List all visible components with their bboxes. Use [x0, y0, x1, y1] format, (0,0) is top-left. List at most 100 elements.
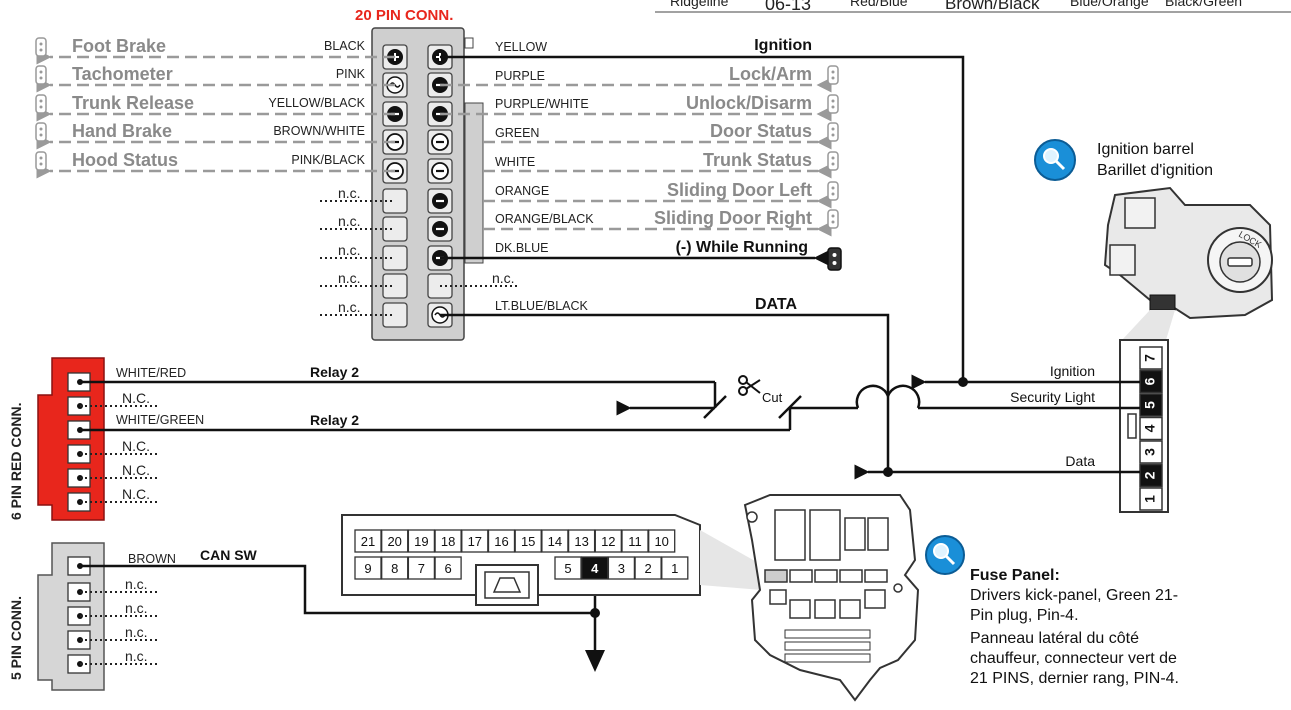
conn21-pin-number: 20	[387, 534, 401, 549]
conn21-pin: 10	[648, 529, 676, 553]
wire-pink: PINK	[336, 67, 366, 81]
wire-brown: BROWN	[128, 552, 176, 566]
conn21-pin: 6	[434, 556, 462, 580]
label-data: DATA	[755, 296, 798, 313]
wire-dk-blue: DK.BLUE	[495, 241, 549, 255]
label-unlock-disarm: Unlock/Disarm	[686, 93, 812, 113]
label-sliding-door-right: Sliding Door Right	[654, 208, 812, 228]
relay2-label-2: Relay 2	[310, 412, 359, 428]
conn5-wires	[80, 564, 605, 672]
conn21-pin: 15	[514, 529, 542, 553]
fuse-fr-3: 21 PINS, dernier rang, PIN-4.	[970, 670, 1179, 687]
remote-icon	[35, 122, 47, 142]
barrel-security-light-label: Security Light	[1010, 389, 1095, 405]
remote-icon	[35, 37, 47, 57]
header-years: 06-13	[765, 0, 811, 14]
barrel-pin-number: 4	[1142, 424, 1158, 432]
conn21-pin-number: 2	[644, 561, 651, 576]
conn5-nc: n.c.	[125, 576, 148, 592]
wire-purple: PURPLE	[495, 69, 545, 83]
fuse-fr-1: Panneau latéral du côté	[970, 630, 1139, 647]
barrel-line1: Ignition barrel	[1097, 141, 1194, 158]
conn21-pin: 20	[381, 529, 409, 553]
conn21-pin-number: 5	[564, 561, 571, 576]
conn21-pin-number: 12	[601, 534, 615, 549]
header-color-1: Red/Blue	[850, 0, 908, 9]
wire-lt-blue-black: LT.BLUE/BLACK	[495, 299, 589, 313]
pin-cell	[382, 188, 408, 214]
barrel-pin-number: 7	[1142, 354, 1158, 362]
pin-cell	[427, 216, 453, 242]
pin-cell	[382, 273, 408, 299]
label-foot-brake: Foot Brake	[72, 36, 166, 56]
conn21-pin: 16	[487, 529, 516, 553]
conn21-pin-number: 16	[494, 534, 508, 549]
barrel-pin: 5	[1139, 393, 1163, 417]
fuse-en-1: Drivers kick-panel, Green 21-	[970, 587, 1178, 604]
label-trunk-status: Trunk Status	[703, 150, 812, 170]
nc-label: n.c.	[338, 185, 361, 201]
red-nc: N.C.	[122, 486, 150, 502]
conn21-pin-number: 4	[591, 561, 599, 576]
magnifier-icon	[1034, 139, 1076, 181]
conn21-pin: 8	[381, 556, 409, 580]
barrel-data-label: Data	[1065, 453, 1095, 469]
remote-icon	[827, 247, 842, 271]
wire-white: WHITE	[495, 155, 535, 169]
red-conn-title: 6 PIN RED CONN.	[8, 403, 24, 520]
barrel-pin: 3	[1139, 440, 1163, 464]
barrel-pin-number: 3	[1142, 448, 1158, 456]
red-nc: N.C.	[122, 438, 150, 454]
remote-icon	[35, 65, 47, 85]
remote-icon	[827, 94, 839, 114]
remote-icon	[827, 209, 839, 229]
wire-yellow: YELLOW	[495, 40, 547, 54]
conn21-pin-number: 18	[441, 534, 455, 549]
label-door-status: Door Status	[710, 121, 812, 141]
pin-cell	[427, 158, 453, 184]
conn21-pin-number: 19	[414, 534, 428, 549]
conn21-pin: 18	[434, 529, 462, 553]
conn5-nc: n.c.	[125, 648, 148, 664]
label-ignition: Ignition	[754, 37, 812, 54]
wire-yellow-black: YELLOW/BLACK	[268, 96, 365, 110]
nc-label: n.c.	[338, 270, 361, 286]
wire-brown-white: BROWN/WHITE	[273, 124, 365, 138]
conn20-right-wires	[440, 55, 965, 470]
nc-label: n.c.	[338, 242, 361, 258]
wire-pink-black: PINK/BLACK	[291, 153, 365, 167]
conn21-pin: 3	[607, 556, 636, 580]
wire-white-red: WHITE/RED	[116, 366, 186, 380]
red-conn-wires	[80, 380, 802, 503]
label-hood-status: Hood Status	[72, 150, 178, 170]
conn21-pin-number: 13	[574, 534, 588, 549]
label-hand-brake: Hand Brake	[72, 121, 172, 141]
pin-cell	[382, 302, 408, 328]
pin-cell	[427, 129, 453, 155]
conn5-nc: n.c.	[125, 624, 148, 640]
magnifier-icon	[925, 535, 965, 575]
header-strip: Ridgeline 06-13 Red/Blue Brown/Black Blu…	[655, 0, 1291, 14]
cut-label: Cut	[762, 390, 783, 405]
header-color-3: Blue/Orange	[1070, 0, 1149, 9]
pin-cell	[427, 188, 453, 214]
barrel-ignition-label: Ignition	[1050, 363, 1095, 379]
conn20-left-wires	[36, 49, 395, 179]
wire-orange: ORANGE	[495, 184, 549, 198]
conn21-pin-number: 7	[418, 561, 425, 576]
conn21-pin: 4	[581, 556, 609, 580]
conn21-pin: 11	[621, 529, 649, 553]
header-model: Ridgeline	[670, 0, 729, 9]
red-nc: N.C.	[122, 462, 150, 478]
header-color-2: Brown/Black	[945, 0, 1040, 13]
nc-label: n.c.	[338, 299, 361, 315]
barrel-pin: 7	[1139, 346, 1163, 370]
remote-icon	[35, 94, 47, 114]
conn5-title: 5 PIN CONN.	[8, 596, 24, 680]
can-sw-label: CAN SW	[200, 547, 258, 563]
barrel-pin: 4	[1139, 416, 1163, 441]
barrel-line2: Barillet d'ignition	[1097, 162, 1213, 179]
nc-label: n.c.	[338, 213, 361, 229]
